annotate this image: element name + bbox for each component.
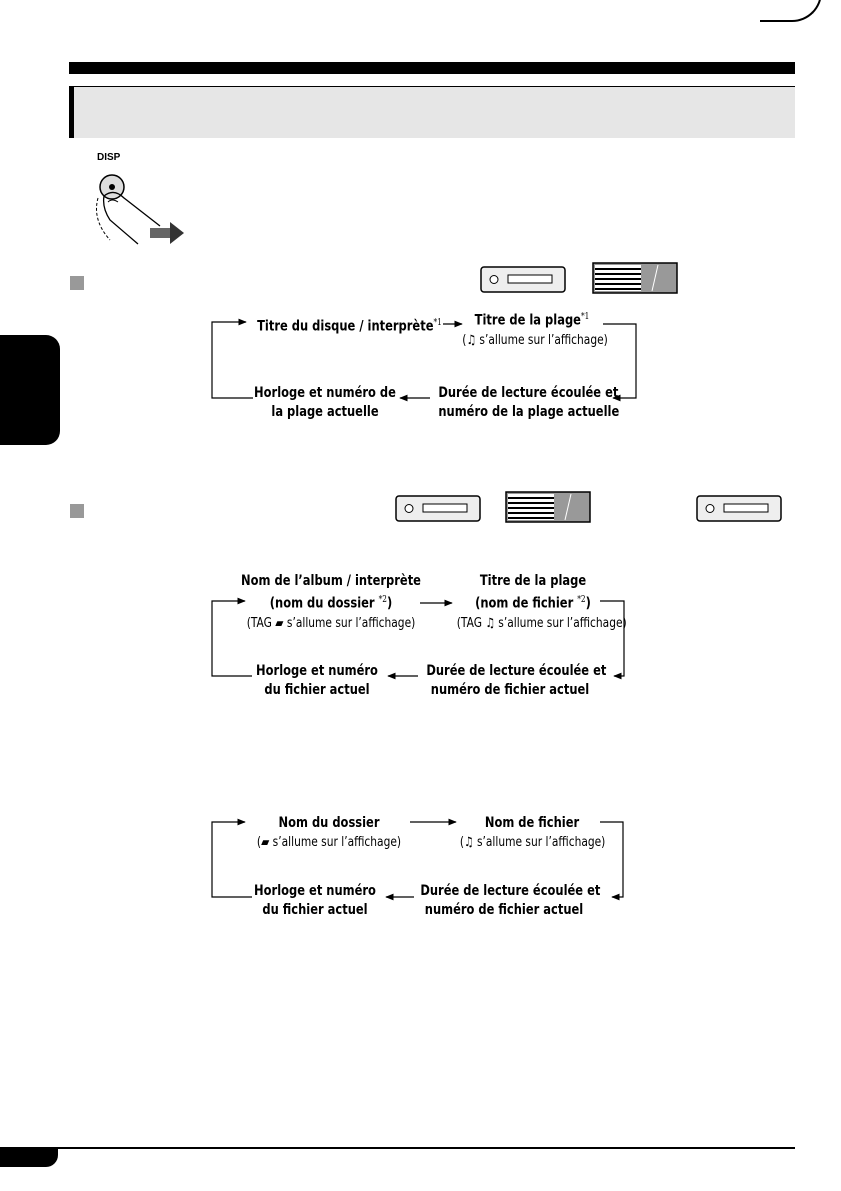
flow3-file-name: Nom de fichier (♫ s’allume sur l’afficha…	[459, 815, 606, 850]
finger-press-icon	[96, 174, 184, 245]
music-note-icon: ♫	[485, 615, 495, 631]
flow2-elapsed-time: Durée de lecture écoulée et numéro de fi…	[426, 663, 607, 698]
cd-unit-icon	[395, 495, 481, 522]
flow1-clock: Horloge et numéro de la plage actuelle	[254, 385, 396, 420]
display-panel-icon	[505, 491, 591, 523]
flow2-track-title: Titre de la plage (nom de fichier *2) (T…	[456, 573, 627, 631]
section-marker-1	[70, 276, 84, 290]
display-panel-icon	[592, 262, 678, 294]
cd-unit-icon	[696, 495, 782, 522]
disp-button-label: DISP	[97, 152, 121, 163]
section-marker-2	[70, 504, 84, 518]
flow3-elapsed-time: Durée de lecture écoulée et numéro de fi…	[420, 883, 601, 918]
music-note-icon: ♫	[466, 332, 477, 348]
flow3-clock: Horloge et numéro du fichier actuel	[254, 883, 376, 918]
cd-unit-icon	[480, 266, 566, 293]
flow1-elapsed-time: Durée de lecture écoulée et numéro de la…	[438, 385, 620, 420]
footer-rule	[0, 1147, 795, 1149]
section-header-box	[69, 86, 795, 138]
language-side-tab	[0, 335, 60, 445]
section-top-bar	[69, 62, 795, 74]
music-note-icon: ♫	[464, 835, 474, 850]
flow1-track-title: Titre de la plage*1 (♫ s’allume sur l’af…	[462, 312, 608, 348]
flow3-folder-name: Nom du dossier (▰ s’allume sur l’afficha…	[256, 815, 402, 850]
flow2-album-name: Nom de l’album / interprète (nom du doss…	[241, 573, 421, 631]
folder-icon: ▰	[261, 835, 270, 850]
flow1-disc-title: Titre du disque / interprète*1	[257, 318, 442, 335]
page-number-tab	[0, 1147, 58, 1167]
flow2-clock: Horloge et numéro du fichier actuel	[256, 663, 378, 698]
folder-icon: ▰	[275, 615, 284, 631]
